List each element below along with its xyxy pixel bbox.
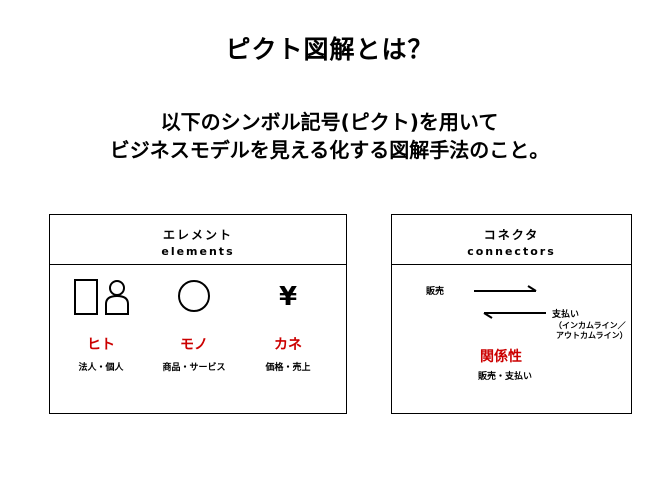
subtitle: 以下のシンボル記号(ピクト)を用いて ビジネスモデルを見える化する図解手法のこと…	[0, 108, 659, 164]
connector-arrows	[474, 285, 546, 319]
elements-title-ja: エレメント	[162, 228, 233, 242]
relation-label: 関係性	[480, 349, 522, 365]
right-arrow-icon	[474, 285, 537, 292]
connectors-title-ja: コネクタ	[483, 228, 540, 242]
element-hito-sub: 法人・個人	[78, 363, 124, 373]
page-title: ピクト図解とは？	[225, 35, 434, 64]
yen-icon: ¥	[278, 282, 298, 312]
circle-icon	[149, 277, 239, 317]
subtitle-line-1: 以下のシンボル記号(ピクト)を用いて	[160, 110, 499, 134]
element-mono-sub: 商品・サービス	[162, 363, 226, 373]
elements-header: エレメント elements	[50, 215, 346, 265]
element-kane-sub: 価格・売上	[265, 363, 311, 373]
element-hito: ヒト 法人・個人	[56, 277, 146, 373]
element-kane-label: カネ	[274, 337, 302, 353]
sales-label: 販売	[426, 287, 445, 297]
payment-note-1: （インカムライン／	[554, 321, 626, 330]
element-kane: ¥ カネ 価格・売上	[243, 277, 333, 373]
element-mono: モノ 商品・サービス	[149, 277, 239, 373]
payment-note-2: アウトカムライン）	[556, 331, 628, 340]
element-hito-label: ヒト	[87, 337, 115, 353]
payment-label: 支払い	[552, 310, 580, 320]
connectors-header: コネクタ connectors	[392, 215, 631, 265]
subtitle-line-2: ビジネスモデルを見える化する図解手法のこと。	[109, 138, 550, 162]
element-mono-label: モノ	[180, 337, 208, 353]
relation-sub: 販売・支払い	[478, 372, 533, 382]
connectors-box: コネクタ connectors 販売 支払い （インカムライン／ アウトカムライ…	[391, 214, 632, 414]
connectors-title-en: connectors	[467, 245, 556, 258]
left-arrow-icon	[483, 312, 546, 319]
person-icons	[56, 277, 146, 317]
elements-title-en: elements	[161, 245, 235, 258]
elements-box: エレメント elements ヒト 法人・個人 モノ 商品・サービス ¥ カネ …	[49, 214, 347, 414]
